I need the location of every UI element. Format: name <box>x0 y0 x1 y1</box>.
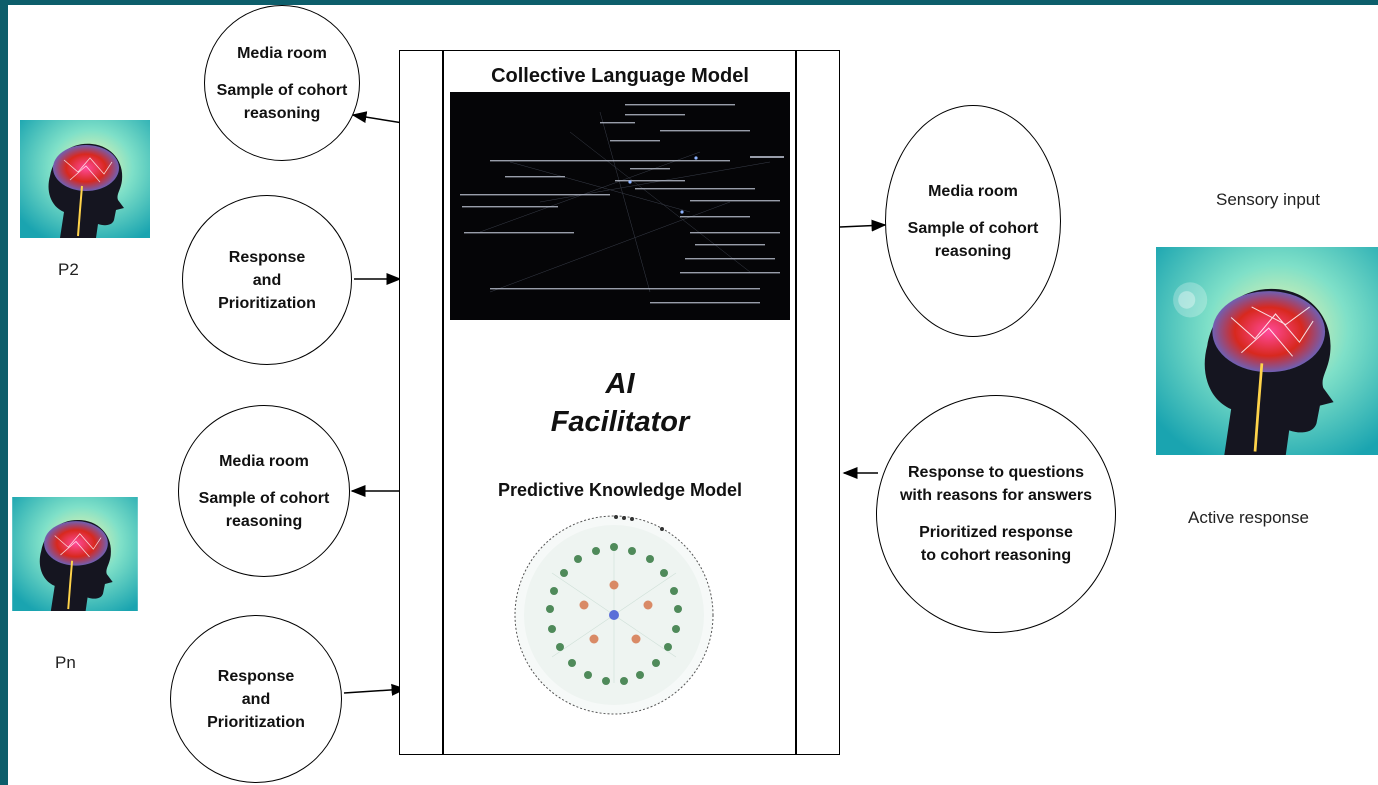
text-network-graphic <box>460 104 784 304</box>
facilitator-line1: AI <box>605 368 635 400</box>
response-line2: and <box>252 271 282 289</box>
p2-label: P2 <box>58 260 79 279</box>
prioritized-line2: to cohort reasoning <box>920 547 1072 564</box>
bottom-media-room-circle: Media room Sample of cohort reasoning <box>178 405 350 577</box>
arrows-layer <box>343 111 887 696</box>
response-line1: Response <box>217 667 295 685</box>
top-media-room-circle: Media room Sample of cohort reasoning <box>204 5 360 161</box>
brain-head-icon <box>12 497 138 611</box>
media-room-title: Media room <box>219 452 309 470</box>
response-questions-line1: Response to questions <box>907 464 1085 481</box>
right-media-room-circle: Media room Sample of cohort reasoning <box>885 105 1061 337</box>
cohort-line2: reasoning <box>225 512 303 530</box>
arrow-to-right-media <box>839 219 887 232</box>
response-questions-line2: with reasons for answers <box>899 487 1093 504</box>
response-line1: Response <box>228 248 306 266</box>
cohort-line1: Sample of cohort <box>907 219 1039 237</box>
media-room-title: Media room <box>928 182 1018 200</box>
cohort-line1: Sample of cohort <box>216 81 348 99</box>
diagram-canvas: P2 Pn Media room Sample of cohort reason… <box>8 5 1378 785</box>
collective-language-model-title: Collective Language Model <box>491 65 749 87</box>
response-line3: Prioritization <box>207 713 305 731</box>
media-room-title: Media room <box>237 44 327 62</box>
cohort-line2: reasoning <box>243 104 321 122</box>
box-divider-right <box>795 51 797 754</box>
brain-head-icon <box>1156 247 1378 455</box>
collective-language-model-panel <box>450 92 790 320</box>
ai-facilitator-label: AI Facilitator <box>448 365 792 441</box>
pn-label: Pn <box>55 653 76 672</box>
arrow-from-bottom-response <box>343 683 407 696</box>
active-response-label: Active response <box>1188 508 1309 527</box>
top-response-circle: Response and Prioritization <box>182 195 352 365</box>
knowledge-graph-graphic <box>512 513 716 717</box>
right-response-circle: Response to questions with reasons for a… <box>876 395 1116 633</box>
cohort-line2: reasoning <box>934 242 1012 260</box>
box-divider-left <box>442 51 444 754</box>
cohort-line1: Sample of cohort <box>198 489 330 507</box>
facilitator-line2: Facilitator <box>550 406 690 438</box>
predictive-knowledge-model-title: Predictive Knowledge Model <box>497 480 743 500</box>
sensory-input-label: Sensory input <box>1216 190 1320 209</box>
arrow-to-top-media <box>351 111 404 124</box>
response-line3: Prioritization <box>218 294 316 312</box>
bottom-response-circle: Response and Prioritization <box>170 615 342 783</box>
brain-head-icon <box>20 120 150 238</box>
prioritized-line1: Prioritized response <box>919 524 1073 541</box>
response-line2: and <box>241 690 271 708</box>
